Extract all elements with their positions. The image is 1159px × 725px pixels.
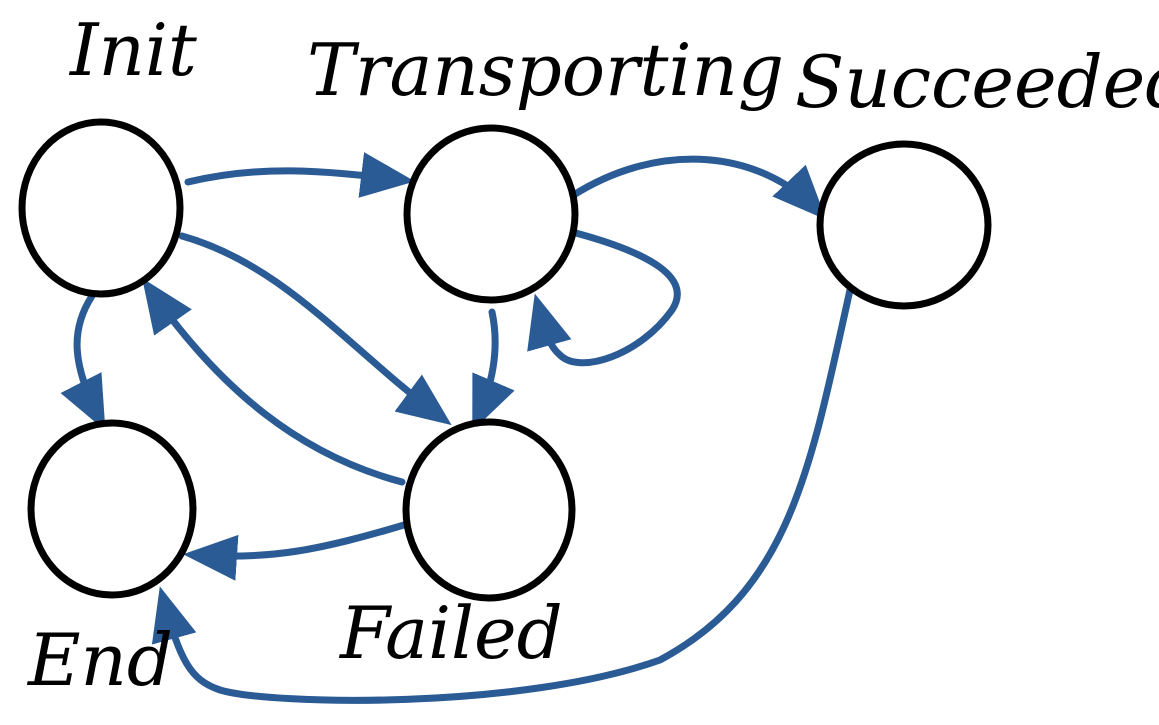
edge-failed-to-init	[142, 278, 406, 486]
state-failed-label: Failed	[338, 591, 563, 675]
edge-transporting-to-succeeded	[568, 155, 827, 220]
state-succeeded-node	[816, 140, 992, 310]
edge-transporting-self-loop	[527, 228, 681, 367]
state-transporting-node	[403, 124, 579, 304]
edge-init-to-transporting	[184, 152, 415, 198]
state-init-node	[18, 118, 184, 298]
state-end-node	[27, 419, 197, 599]
state-succeeded-label: Succeeded	[795, 40, 1159, 124]
edge-failed-to-end	[183, 521, 408, 581]
state-transporting-label: Transporting	[307, 28, 784, 112]
edge-succeeded-to-end	[151, 286, 854, 704]
edge-transporting-to-failed	[472, 308, 515, 432]
edge-init-to-end	[60, 292, 106, 431]
state-init-label: Init	[68, 8, 198, 92]
state-end-label: End	[26, 618, 173, 702]
edge-init-to-failed	[178, 232, 452, 426]
state-failed-node	[402, 418, 576, 602]
